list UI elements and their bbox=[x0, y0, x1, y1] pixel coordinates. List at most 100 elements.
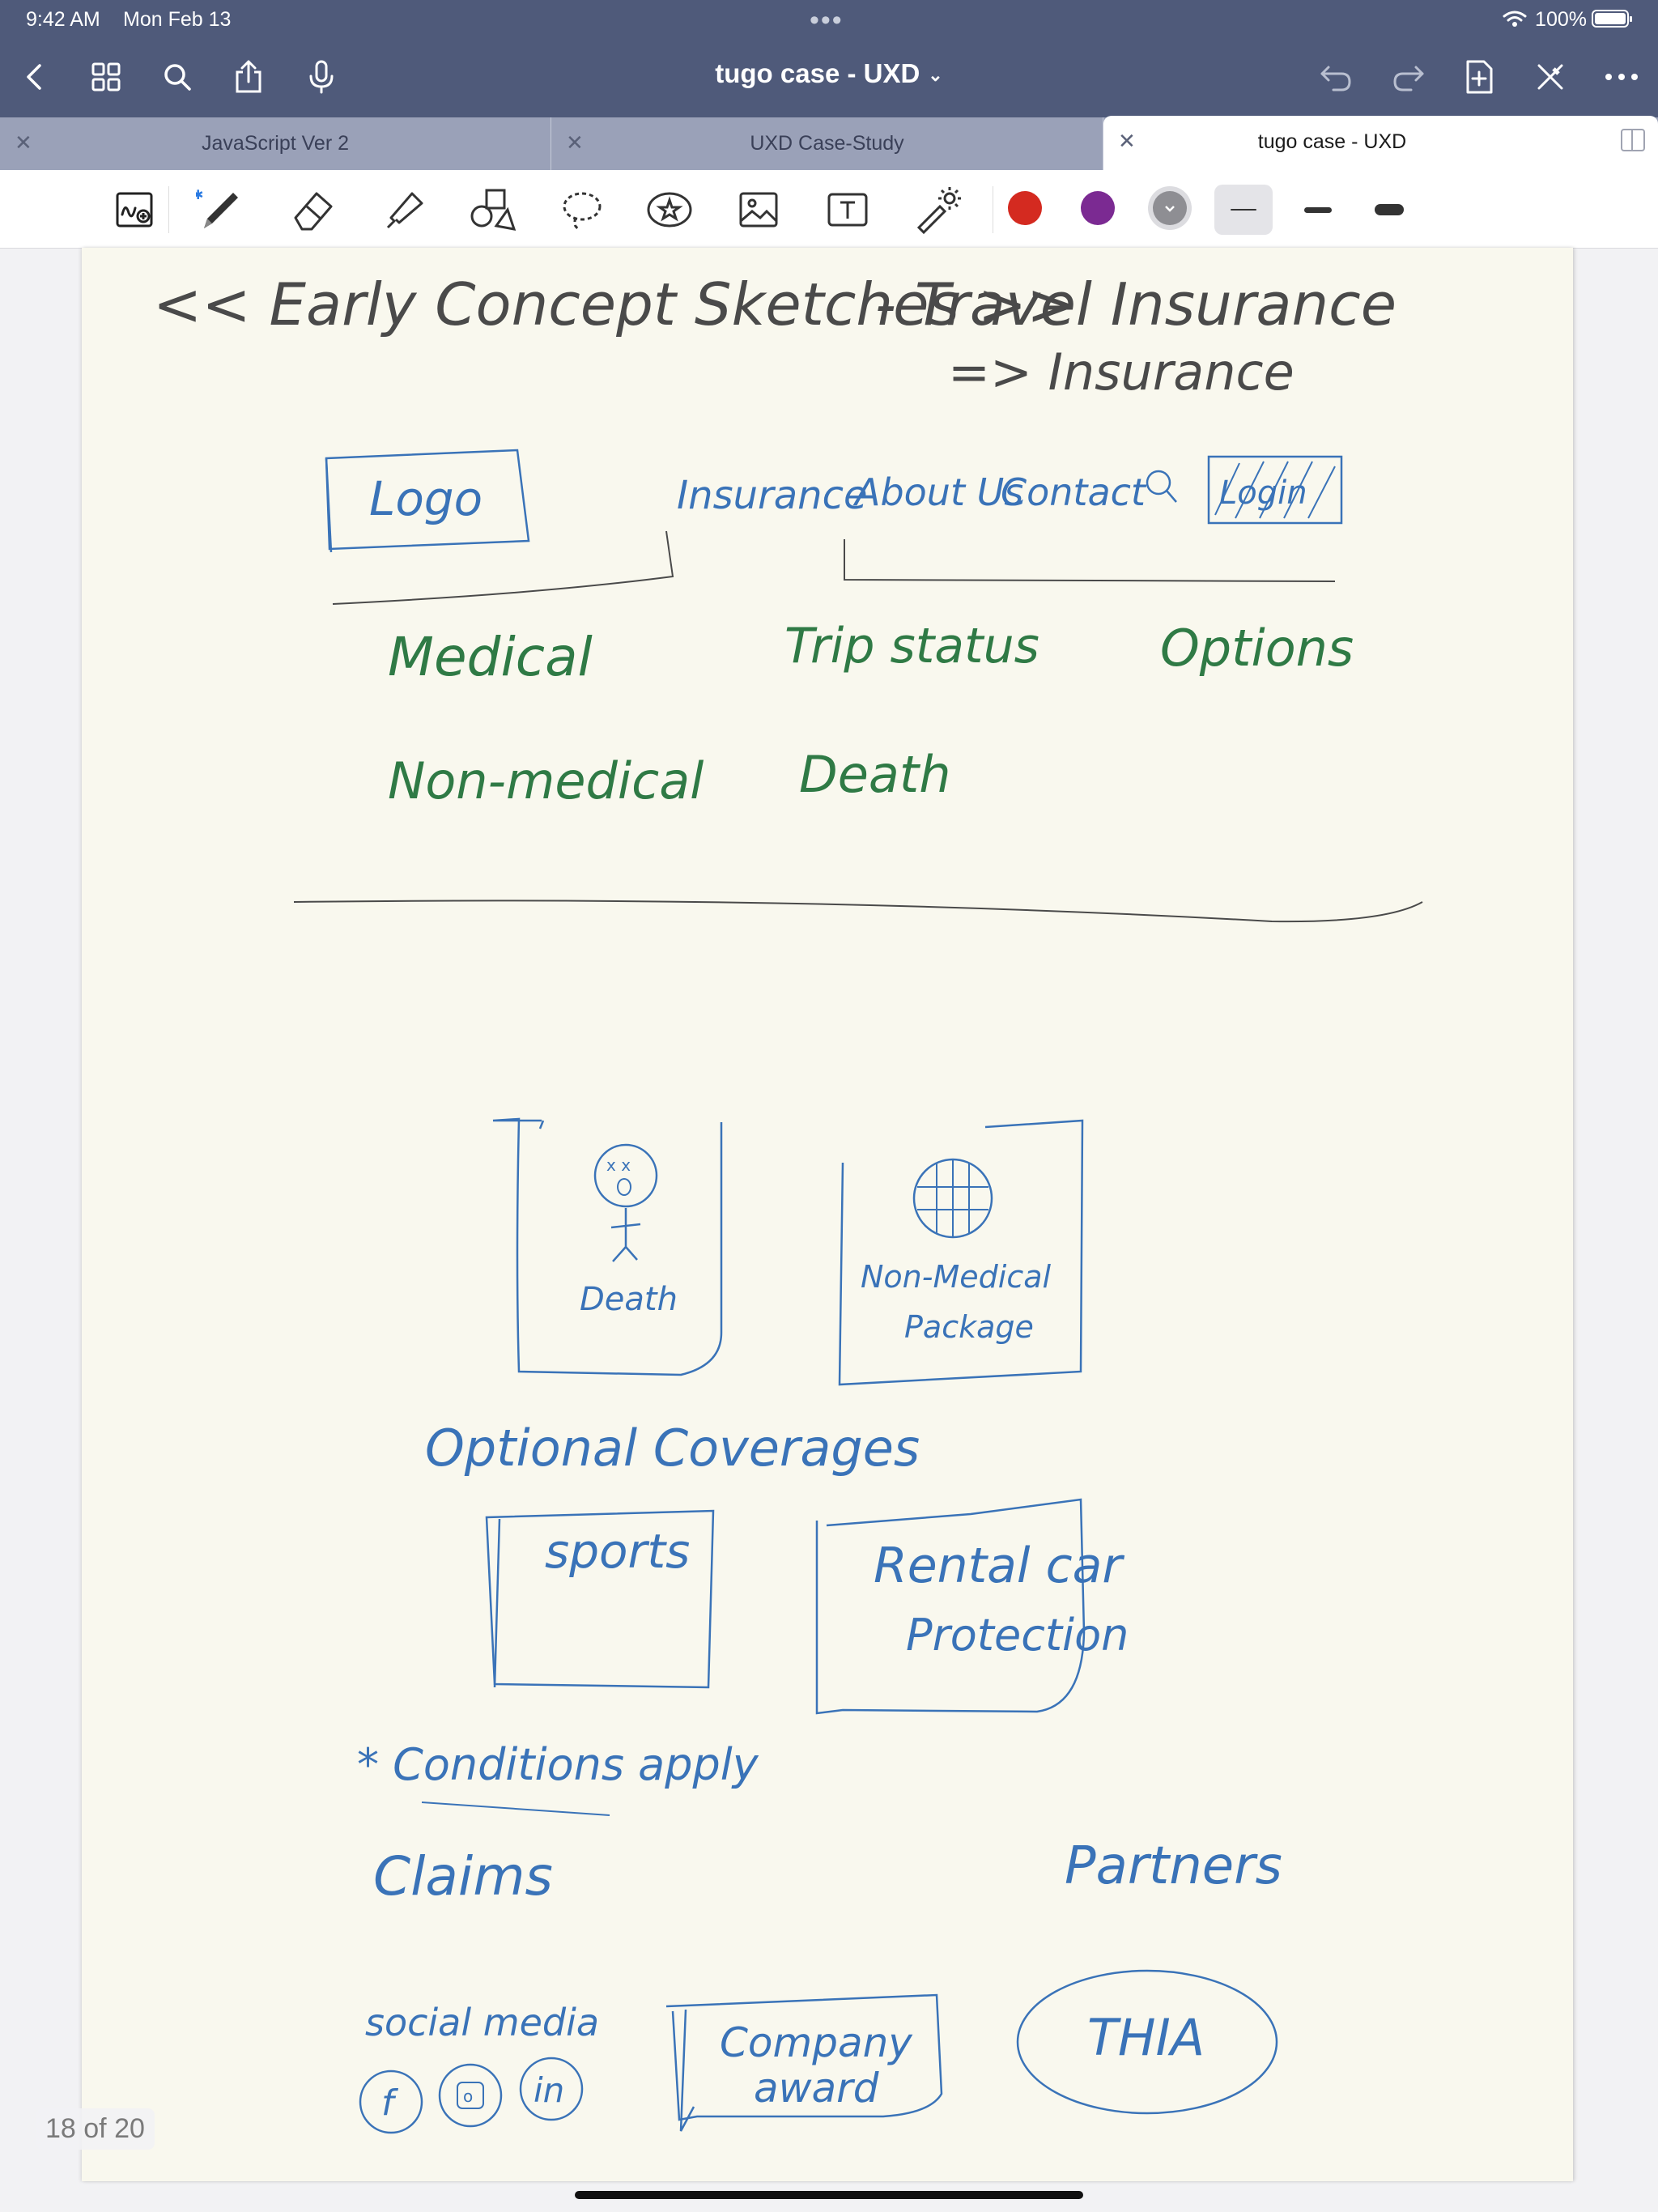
laser-icon[interactable] bbox=[912, 185, 962, 235]
wifi-icon bbox=[1503, 11, 1527, 27]
thia-text: THIA bbox=[1087, 2008, 1205, 2067]
nav-search-icon bbox=[1146, 470, 1171, 496]
grid-icon[interactable] bbox=[86, 57, 126, 97]
conditions-text: * Conditions apply bbox=[357, 1739, 759, 1790]
nav-login-text: Login bbox=[1219, 474, 1307, 512]
sketch-subtitle: - Travel Insurance bbox=[875, 270, 1397, 338]
undo-icon[interactable] bbox=[1316, 57, 1357, 97]
battery-percent: 100% bbox=[1535, 8, 1587, 31]
highlighter-icon[interactable] bbox=[379, 185, 429, 235]
cat-options-text: Options bbox=[1160, 619, 1354, 678]
card-death-text: Death bbox=[580, 1281, 678, 1318]
facebook-glyph: f bbox=[381, 2082, 399, 2124]
cat-medical-text: Medical bbox=[388, 626, 593, 688]
nav-underline-left bbox=[332, 530, 674, 605]
sticker-icon[interactable] bbox=[644, 185, 695, 235]
mic-icon[interactable] bbox=[301, 57, 342, 97]
share-icon[interactable] bbox=[228, 57, 269, 97]
document-title-text[interactable]: tugo case - UXD bbox=[715, 58, 920, 88]
tab-close-icon[interactable]: ✕ bbox=[15, 130, 32, 155]
nonmedical-card bbox=[838, 1119, 1084, 1386]
lasso-icon[interactable] bbox=[557, 185, 607, 235]
nav-underline-right bbox=[844, 539, 1336, 582]
section-divider bbox=[293, 900, 1423, 923]
award-text-2: award bbox=[754, 2065, 879, 2112]
size-thick-option[interactable] bbox=[1360, 185, 1418, 235]
redo-icon[interactable] bbox=[1388, 57, 1428, 97]
card-sports-text: sports bbox=[545, 1524, 690, 1579]
cat-death-text: Death bbox=[799, 745, 950, 804]
more-icon[interactable] bbox=[1601, 57, 1642, 97]
back-icon[interactable] bbox=[15, 57, 55, 97]
nav-search-handle bbox=[1166, 490, 1177, 503]
optional-coverages-text: Optional Coverages bbox=[425, 1419, 920, 1478]
rental-card bbox=[815, 1498, 1086, 1715]
sketch-subtitle-2: => Insurance bbox=[948, 342, 1295, 402]
nav-login-box bbox=[1207, 455, 1343, 525]
tool-bar: ✱ bbox=[0, 170, 1658, 249]
page-counter: 18 of 20 bbox=[36, 2108, 155, 2150]
color-red-swatch[interactable] bbox=[1008, 191, 1042, 225]
death-card: x x bbox=[492, 1117, 723, 1376]
facebook-icon bbox=[359, 2069, 423, 2134]
eraser-icon[interactable] bbox=[288, 185, 338, 235]
award-text-1: Company bbox=[720, 2019, 913, 2066]
text-icon[interactable] bbox=[823, 185, 873, 235]
split-view-icon[interactable] bbox=[1621, 129, 1645, 151]
logo-box bbox=[325, 449, 530, 553]
award-box bbox=[665, 1993, 943, 2132]
card-nonmed-text-1: Non-Medical bbox=[861, 1259, 1051, 1295]
sports-card bbox=[485, 1509, 715, 1689]
nav-insurance-text: Insurance bbox=[677, 473, 868, 518]
partners-text: Partners bbox=[1065, 1836, 1282, 1896]
instagram-glyph: o bbox=[463, 2087, 473, 2106]
card-rental-text-1: Rental car bbox=[874, 1538, 1124, 1594]
thia-ellipse bbox=[1016, 1969, 1278, 2115]
nav-logo-text: Logo bbox=[369, 471, 483, 526]
battery-icon bbox=[1592, 10, 1632, 28]
conditions-underline bbox=[421, 1802, 610, 1816]
image-icon[interactable] bbox=[733, 185, 784, 235]
close-pen-icon[interactable] bbox=[1530, 57, 1571, 97]
pen-icon[interactable]: ✱ bbox=[196, 185, 246, 235]
tab-label: UXD Case-Study bbox=[750, 132, 904, 155]
nav-about-text: About Us bbox=[852, 470, 1023, 514]
tab-uxd-case-study[interactable]: ✕ UXD Case-Study bbox=[551, 117, 1103, 170]
tab-tugo-case[interactable]: ✕ tugo case - UXD bbox=[1103, 116, 1658, 170]
document-title[interactable]: tugo case - UXD ⌄ bbox=[0, 58, 1658, 89]
social-media-text: social media bbox=[365, 2001, 599, 2044]
nav-contact-text: Contact bbox=[1001, 470, 1147, 514]
chevron-down-icon[interactable]: ⌄ bbox=[928, 65, 943, 86]
color-purple-swatch[interactable] bbox=[1081, 191, 1115, 225]
card-rental-text-2: Protection bbox=[906, 1610, 1129, 1661]
notebook-page[interactable]: << Early Concept Sketches >> - Travel In… bbox=[82, 248, 1573, 2181]
add-page-icon[interactable] bbox=[1459, 57, 1499, 97]
tab-close-icon[interactable]: ✕ bbox=[1118, 129, 1136, 153]
size-medium-option[interactable] bbox=[1289, 185, 1347, 235]
tab-label: tugo case - UXD bbox=[1257, 130, 1407, 153]
instagram-icon bbox=[438, 2063, 503, 2128]
tab-close-icon[interactable]: ✕ bbox=[566, 130, 584, 155]
multitasking-dots-icon[interactable]: ••• bbox=[810, 5, 844, 36]
search-icon[interactable] bbox=[157, 57, 198, 97]
svg-text:✱: ✱ bbox=[196, 187, 203, 202]
card-nonmed-text-2: Package bbox=[904, 1309, 1034, 1345]
tab-label: JavaScript Ver 2 bbox=[201, 132, 350, 155]
tab-javascript[interactable]: ✕ JavaScript Ver 2 bbox=[0, 117, 551, 170]
home-indicator[interactable] bbox=[575, 2191, 1083, 2199]
linkedin-glyph: in bbox=[534, 2070, 564, 2110]
status-date: Mon Feb 13 bbox=[123, 8, 232, 31]
tab-bar: ✕ JavaScript Ver 2 ✕ UXD Case-Study ✕ tu… bbox=[0, 116, 1658, 170]
color-gray-swatch[interactable] bbox=[1153, 191, 1187, 225]
sketch-canvas: << Early Concept Sketches >> - Travel In… bbox=[153, 270, 1423, 2134]
cat-nonmedical-text: Non-medical bbox=[388, 751, 704, 810]
cat-trip-text: Trip status bbox=[784, 618, 1039, 674]
shapes-icon[interactable] bbox=[468, 185, 518, 235]
zoom-window-icon[interactable] bbox=[110, 185, 160, 235]
linkedin-icon bbox=[519, 2057, 584, 2121]
status-time: 9:42 AM bbox=[26, 8, 100, 31]
instagram-glyph-frame bbox=[457, 2082, 484, 2109]
size-thin-option[interactable] bbox=[1214, 185, 1273, 235]
svg-text:x x: x x bbox=[606, 1155, 631, 1175]
claims-text: Claims bbox=[373, 1845, 553, 1908]
